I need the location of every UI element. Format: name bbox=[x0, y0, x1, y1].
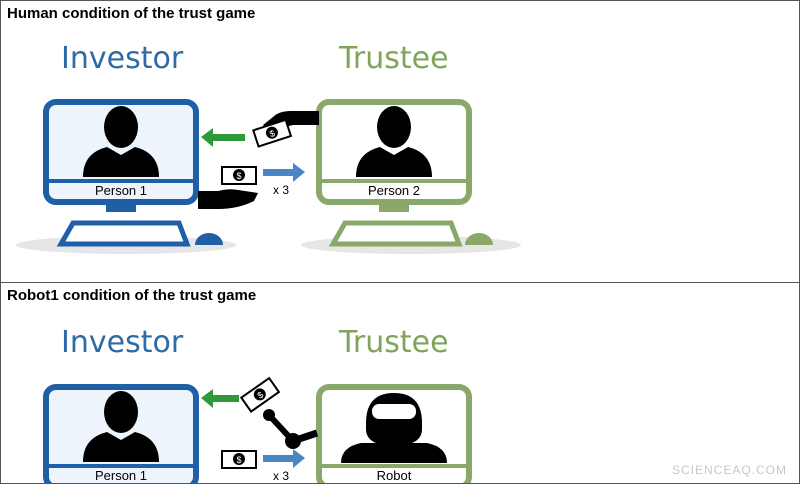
trustee-computer bbox=[301, 99, 521, 254]
svg-text:$: $ bbox=[255, 390, 265, 401]
robot-condition-panel: Robot1 condition of the trust game Inves… bbox=[0, 282, 800, 484]
trustee-heading: Trustee bbox=[339, 325, 449, 360]
investor-hand-icon bbox=[198, 189, 258, 209]
investment-arrow-icon bbox=[263, 163, 305, 182]
investor-heading: Investor bbox=[61, 325, 184, 360]
banknote-icon: $ bbox=[221, 450, 257, 469]
robot-arm-icon bbox=[263, 409, 319, 449]
panel-title: Robot1 condition of the trust game bbox=[7, 287, 257, 304]
svg-text:$: $ bbox=[268, 128, 276, 139]
multiplier-label: x 3 bbox=[273, 469, 289, 483]
panel-title: Human condition of the trust game bbox=[7, 5, 256, 22]
robot-condition-diagram: Person 1 Robot $ bbox=[43, 376, 472, 483]
banknote-icon: $ bbox=[239, 376, 281, 413]
person-1-silhouette-icon bbox=[83, 391, 159, 462]
investor-screen-label: Person 1 bbox=[95, 183, 147, 198]
human-condition-panel: Human condition of the trust game Invest… bbox=[0, 0, 800, 284]
watermark: SCIENCEAQ.COM bbox=[671, 463, 787, 477]
multiplier-label: x 3 bbox=[273, 183, 289, 197]
investor-screen-label: Person 1 bbox=[95, 468, 147, 483]
human-condition-diagram: Person 1 Person 2 $ bbox=[16, 99, 521, 254]
investor-heading: Investor bbox=[61, 41, 184, 76]
banknote-icon: $ bbox=[252, 118, 293, 148]
trustee-heading: Trustee bbox=[339, 41, 449, 76]
investment-arrow-icon bbox=[263, 449, 305, 468]
svg-text:$: $ bbox=[236, 171, 241, 181]
trustee-screen-label: Person 2 bbox=[368, 183, 420, 198]
svg-text:$: $ bbox=[236, 455, 241, 465]
person-1-silhouette-icon bbox=[83, 106, 159, 177]
person-2-silhouette-icon bbox=[356, 106, 432, 177]
robot-silhouette-icon bbox=[341, 393, 447, 463]
return-arrow-icon bbox=[201, 128, 245, 147]
return-arrow-icon bbox=[201, 389, 239, 408]
banknote-icon: $ bbox=[221, 166, 257, 185]
trustee-screen-label: Robot bbox=[377, 468, 412, 483]
